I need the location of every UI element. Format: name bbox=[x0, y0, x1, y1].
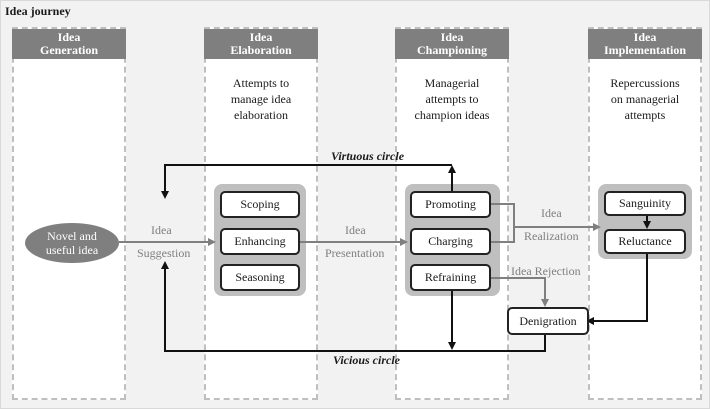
lane-header: Idea Championing bbox=[395, 29, 509, 59]
lane-header: Idea Generation bbox=[12, 29, 126, 59]
label-idea-presentation-bottom: Presentation bbox=[325, 246, 385, 260]
box-sanguinity: Sanguinity bbox=[604, 191, 686, 216]
arrow-reluctance-denigration bbox=[586, 253, 648, 325]
arrow-realization-from-charging bbox=[491, 227, 515, 243]
box-seasoning: Seasoning bbox=[220, 264, 300, 291]
box-charging: Charging bbox=[410, 228, 491, 255]
label-idea-realization-bottom: Realization bbox=[524, 229, 579, 243]
arrow-realization-from-promoting bbox=[491, 203, 601, 231]
lane-idea-generation: Idea Generation bbox=[12, 27, 126, 400]
label-idea-suggestion-top: Idea bbox=[151, 223, 172, 237]
box-promoting: Promoting bbox=[410, 191, 491, 218]
virtuous-loop bbox=[161, 164, 452, 199]
label-idea-realization-top: Idea bbox=[541, 206, 562, 220]
diagram-title: Idea journey bbox=[5, 4, 71, 18]
box-denigration: Denigration bbox=[507, 307, 589, 335]
arrow-rejection bbox=[491, 277, 549, 307]
box-refraining: Refraining bbox=[410, 264, 491, 291]
box-enhancing: Enhancing bbox=[220, 228, 300, 255]
box-reluctance: Reluctance bbox=[604, 229, 686, 254]
label-idea-suggestion-bottom: Suggestion bbox=[137, 246, 191, 260]
lane-header: Idea Implementation bbox=[588, 29, 702, 59]
lane-header: Idea Elaboration bbox=[204, 29, 318, 59]
vicious-loop bbox=[161, 261, 546, 352]
label-idea-rejection: Idea Rejection bbox=[511, 264, 581, 278]
lane-description: Managerial attempts to champion ideas bbox=[414, 76, 490, 122]
box-scoping: Scoping bbox=[220, 191, 300, 218]
label-vicious-circle: Vicious circle bbox=[333, 353, 400, 367]
lane-description: Attempts to manage idea elaboration bbox=[230, 76, 292, 122]
label-virtuous-circle: Virtuous circle bbox=[331, 149, 405, 163]
start-node-novel-idea: Novel and useful idea bbox=[25, 223, 119, 263]
lane-description: Repercussions on managerial attempts bbox=[610, 76, 680, 122]
label-idea-presentation-top: Idea bbox=[345, 223, 366, 237]
